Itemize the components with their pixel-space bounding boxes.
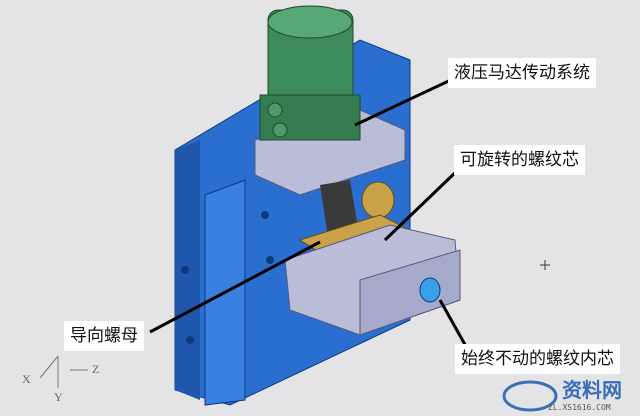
housing-side [359, 249, 461, 336]
crosshair-icon [540, 260, 550, 270]
label-rotatable-core: 可旋转的螺纹芯 [454, 145, 585, 175]
watermark-url: ZL.XS1616.COM [548, 403, 611, 412]
hydraulic-port [267, 102, 283, 118]
bolt-hole [186, 336, 194, 344]
bolt-hole [266, 256, 274, 264]
axis-triad-icon [39, 355, 88, 388]
bolt-hole [181, 266, 189, 274]
bearing [361, 181, 395, 219]
axis-z-label: Z [92, 362, 100, 376]
watermark-name: 资料网 [562, 378, 622, 402]
label-fixed-core: 始终不动的螺纹内芯 [455, 344, 620, 374]
watermark-logo [502, 380, 558, 412]
axis-x-label: X [22, 372, 31, 386]
bolt-hole [261, 211, 269, 219]
hydraulic-port [272, 122, 288, 138]
leader-lines [149, 76, 470, 351]
axis-y-label: Y [54, 390, 63, 404]
fixed-thread-core [419, 277, 441, 303]
label-guide-nut: 导向螺母 [64, 321, 144, 351]
motor-cap [267, 5, 353, 39]
label-hydraulic-motor: 液压马达传动系统 [448, 58, 596, 88]
